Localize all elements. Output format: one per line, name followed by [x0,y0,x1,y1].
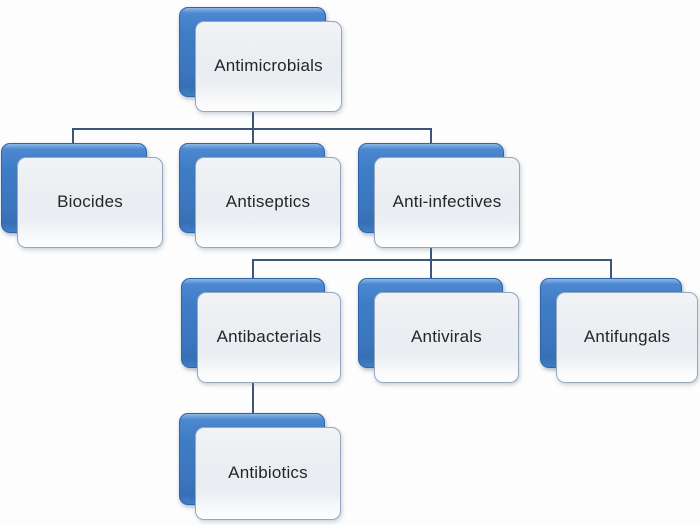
node-antibacterials: Antibacterials [181,278,341,383]
connector-drop-antibacterials [252,259,254,281]
node-anti-infectives: Anti-infectives [358,143,520,248]
node-biocides: Biocides [1,143,163,248]
node-antivirals-label: Antivirals [411,327,482,347]
node-antimicrobials-label: Antimicrobials [214,56,323,76]
node-antimicrobials-front-shape: Antimicrobials [195,21,342,112]
connector-drop-antiseptics [252,128,254,146]
node-antivirals: Antivirals [358,278,519,383]
node-anti-infectives-label: Anti-infectives [392,192,502,212]
node-antiseptics-label: Antiseptics [225,192,311,212]
node-antiseptics-front-shape: Antiseptics [195,157,341,248]
connector-drop-antibiotics [252,381,254,415]
node-biocides-front-shape: Biocides [17,157,163,248]
connector-antimicrobials-stem [252,110,254,130]
connector-drop-biocides [72,128,74,146]
node-antibiotics-label: Antibiotics [228,463,308,483]
node-antifungals: Antifungals [540,278,698,383]
node-antibiotics: Antibiotics [179,413,341,520]
connector-drop-antifungals [610,259,612,281]
node-antiseptics: Antiseptics [179,143,341,248]
node-antibiotics-front-shape: Antibiotics [195,427,341,520]
node-antibacterials-front-shape: Antibacterials [197,292,341,383]
node-antifungals-label: Antifungals [583,327,671,347]
node-antifungals-front-shape: Antifungals [556,292,698,383]
connector-drop-anti-infectives [430,128,432,146]
node-antivirals-front-shape: Antivirals [374,292,519,383]
node-anti-infectives-front-shape: Anti-infectives [374,157,520,248]
connector-anti-infectives-stem [430,246,432,261]
node-biocides-label: Biocides [57,192,123,212]
node-antibacterials-label: Antibacterials [216,327,322,347]
connector-rail-level3 [252,259,612,261]
node-antimicrobials: Antimicrobials [179,7,342,112]
connector-drop-antivirals [430,259,432,281]
